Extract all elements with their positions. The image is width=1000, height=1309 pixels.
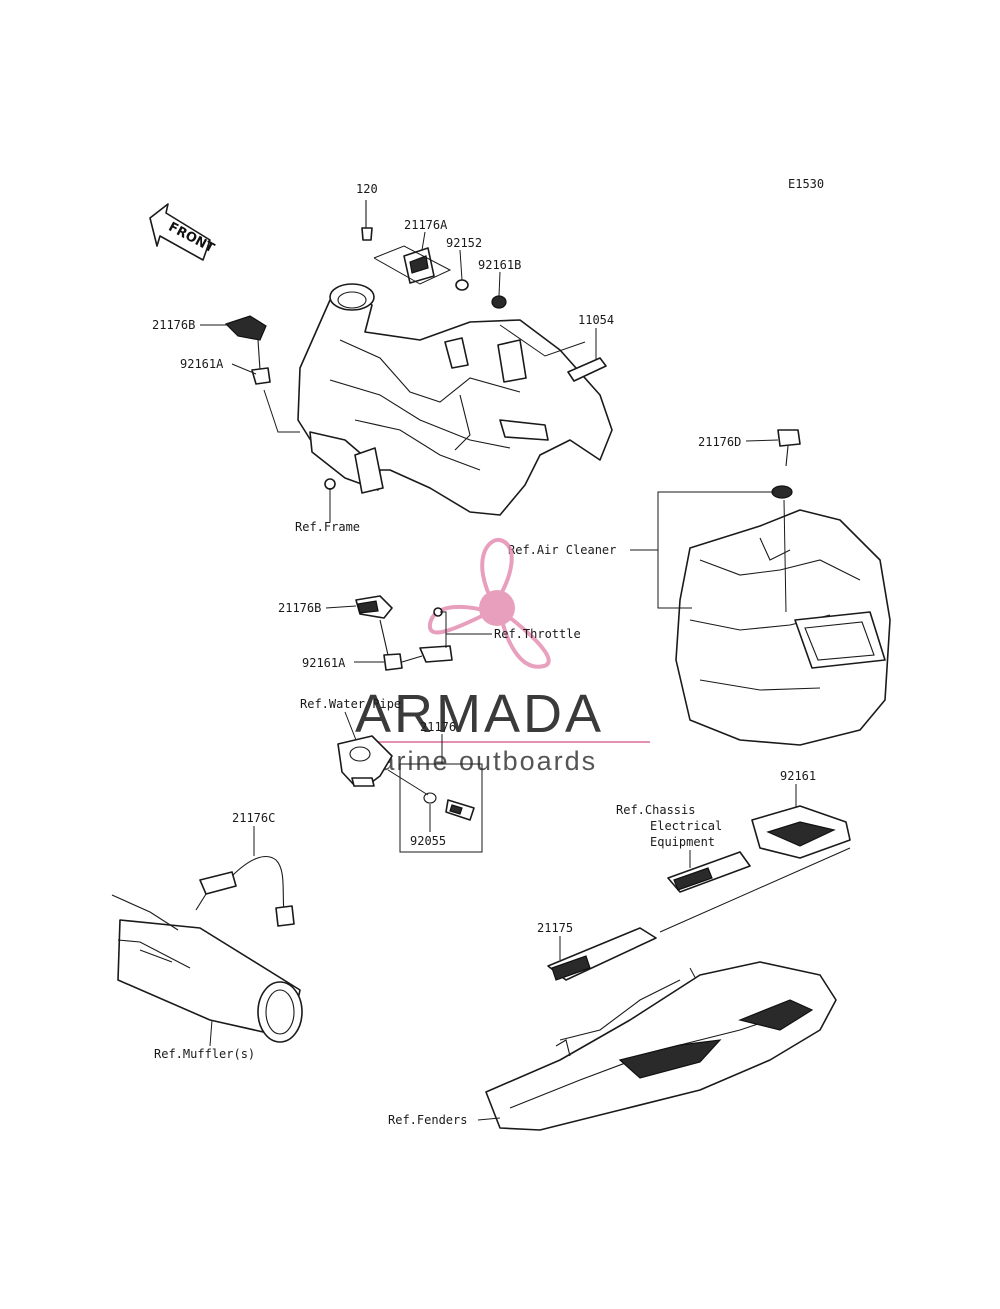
- collar-92152: [455, 279, 469, 291]
- label-ref-throttle: Ref.Throttle: [494, 627, 581, 641]
- label-92161: 92161: [780, 769, 816, 783]
- label-92152: 92152: [446, 236, 482, 250]
- watermark-brand: ARMADA: [355, 684, 604, 744]
- label-ref-fenders: Ref.Fenders: [388, 1113, 467, 1127]
- label-ref-mufflers: Ref.Muffler(s): [154, 1047, 255, 1061]
- bolt-120: [361, 200, 373, 241]
- bracket-ref-air-cleaner: [630, 491, 775, 551]
- label-ref-frame: Ref.Frame: [295, 520, 360, 534]
- grommet-92161A-top: [251, 339, 271, 385]
- sensor-21176B-top: [224, 315, 267, 341]
- leader-92161A-top: [231, 363, 257, 375]
- water-pipe-housing: [337, 735, 393, 787]
- label-21176D: 21176D: [698, 435, 741, 449]
- leader-ref-mufflers: [209, 1019, 213, 1047]
- label-ref-chassis-2: Electrical: [650, 819, 722, 833]
- label-21176: 21176: [420, 720, 456, 734]
- gasket-92055: [423, 792, 437, 804]
- label-ref-air-cleaner: Ref.Air Cleaner: [508, 543, 616, 557]
- label-120: 120: [356, 182, 378, 196]
- bracket-21176: [399, 734, 483, 853]
- rear-fender: [485, 961, 837, 1131]
- label-ref-chassis-3: Equipment: [650, 835, 715, 849]
- label-92161A-mid: 92161A: [302, 656, 346, 670]
- leader-21176A: [421, 231, 426, 251]
- label-92161B: 92161B: [478, 258, 521, 272]
- label-92055: 92055: [410, 834, 446, 848]
- bracket-92161: [751, 805, 851, 859]
- temp-sensor-21176: [445, 799, 475, 821]
- frame-assembly: [297, 283, 613, 516]
- mount-line-chassis: [659, 847, 851, 933]
- mount-line-top: [263, 389, 300, 433]
- label-21176C: 21176C: [232, 811, 275, 825]
- leader-ref-fenders: [477, 1117, 501, 1121]
- ecu-21175: [547, 927, 657, 981]
- leader-21176B-mid: [325, 605, 357, 609]
- leader-92152: [459, 249, 463, 281]
- label-ref-chassis-1: Ref.Chassis: [616, 803, 695, 817]
- label-11054: 11054: [578, 313, 614, 327]
- leader-ref-water-pipe: [344, 711, 357, 741]
- bracket-21176A: [373, 245, 452, 285]
- diagram-code: E1530: [788, 177, 824, 191]
- bracket-ref-throttle: [440, 611, 492, 635]
- watermark-tagline: marine outboards: [355, 746, 597, 776]
- sensor-21176A: [403, 247, 435, 284]
- grommet-92161A-mid: [379, 619, 403, 671]
- label-21176B-top: 21176B: [152, 318, 195, 332]
- mount-line-water: [387, 769, 429, 796]
- bracket-11054: [567, 357, 607, 382]
- mount-line-air: [783, 499, 787, 613]
- mount-line-mid: [401, 655, 423, 663]
- bracket-ref-air-cleaner-lower: [657, 550, 692, 609]
- grommet-92161B: [491, 295, 507, 309]
- label-21176A: 21176A: [404, 218, 448, 232]
- front-arrow-icon: FRONT: [149, 203, 217, 261]
- leader-21176D: [745, 439, 779, 442]
- o2-sensor-21176C: [195, 856, 295, 927]
- bracket-lines-11054: [499, 324, 586, 357]
- label-ref-water-pipe: Ref.Water Pipe: [300, 697, 401, 711]
- label-21175: 21175: [537, 921, 573, 935]
- sensor-21176B-mid: [355, 595, 393, 619]
- throttle-fitting: [419, 607, 453, 663]
- label-92161A-top: 92161A: [180, 357, 224, 371]
- muffler: [111, 894, 303, 1043]
- air-cleaner-housing: [675, 509, 891, 746]
- chassis-connector: [667, 851, 751, 893]
- label-21176B-mid: 21176B: [278, 601, 321, 615]
- leader-92161B: [498, 271, 501, 297]
- watermark-logo-icon: [427, 537, 551, 669]
